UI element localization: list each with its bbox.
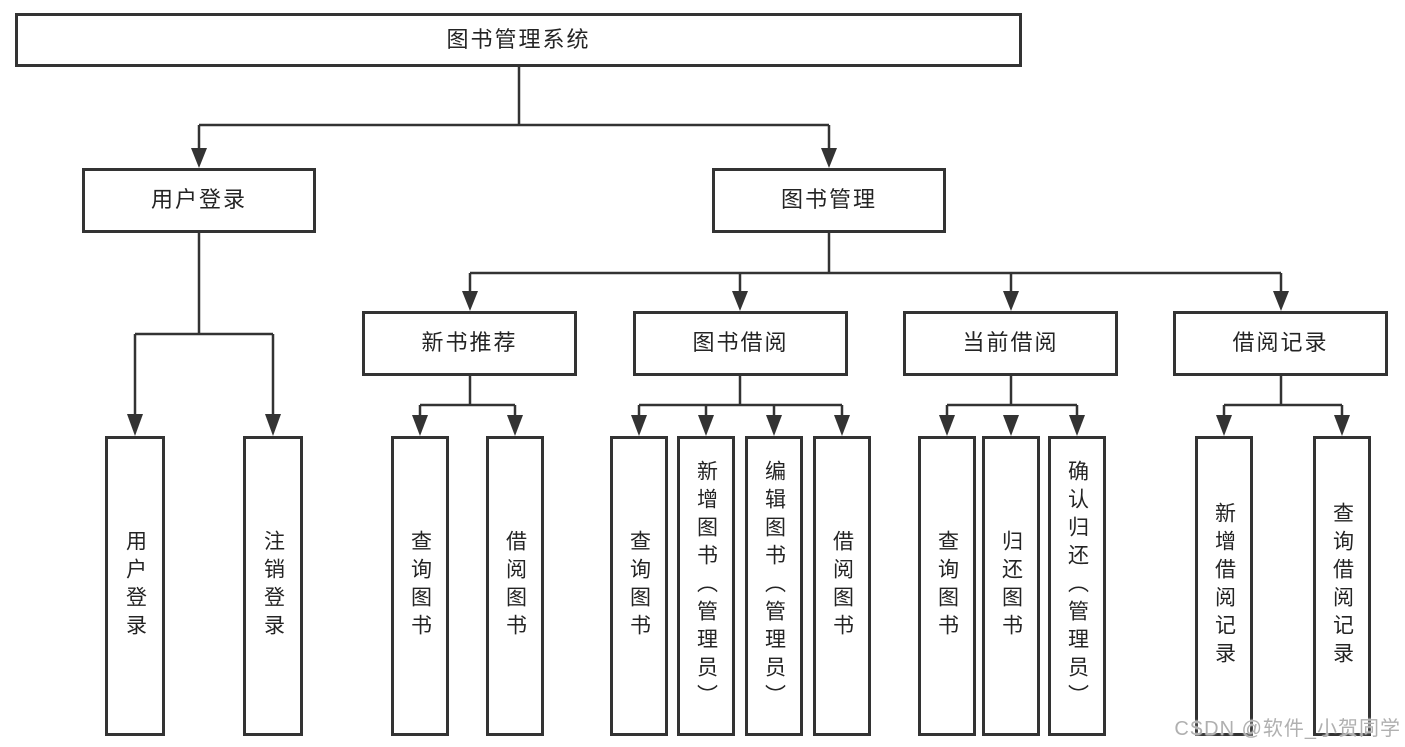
node-user-login: 用户登录	[82, 168, 316, 233]
leaf-add-borrow-record: 新增借阅记录	[1195, 436, 1253, 736]
leaf-query-book-borrow: 查询图书	[610, 436, 668, 736]
leaf-add-book-admin: 新增图书（管理员）	[677, 436, 735, 736]
node-user-login-label: 用户登录	[150, 187, 247, 213]
node-new-book-recommend: 新书推荐	[362, 311, 577, 376]
node-borrow-record: 借阅记录	[1173, 311, 1388, 376]
node-book-management-label: 图书管理	[780, 187, 877, 213]
node-current-borrow: 当前借阅	[903, 311, 1118, 376]
node-book-borrow: 图书借阅	[633, 311, 848, 376]
watermark: CSDN @软件_小贺同学	[1174, 718, 1401, 740]
arrowhead-icons	[127, 148, 1350, 436]
node-root-label: 图书管理系统	[446, 26, 591, 52]
leaf-query-borrow-record: 查询借阅记录	[1313, 436, 1371, 736]
leaf-user-login: 用户登录	[105, 436, 165, 736]
leaf-borrow-book: 借阅图书	[813, 436, 871, 736]
node-root: 图书管理系统	[15, 13, 1022, 67]
node-book-management: 图书管理	[712, 168, 946, 233]
leaf-edit-book-admin: 编辑图书（管理员）	[745, 436, 803, 736]
leaf-query-book-recommend: 查询图书	[391, 436, 449, 736]
leaf-logout: 注销登录	[243, 436, 303, 736]
leaf-confirm-return-admin: 确认归还（管理员）	[1048, 436, 1106, 736]
leaf-borrow-book-recommend: 借阅图书	[486, 436, 544, 736]
leaf-return-book: 归还图书	[982, 436, 1040, 736]
leaf-query-book-current: 查询图书	[918, 436, 976, 736]
